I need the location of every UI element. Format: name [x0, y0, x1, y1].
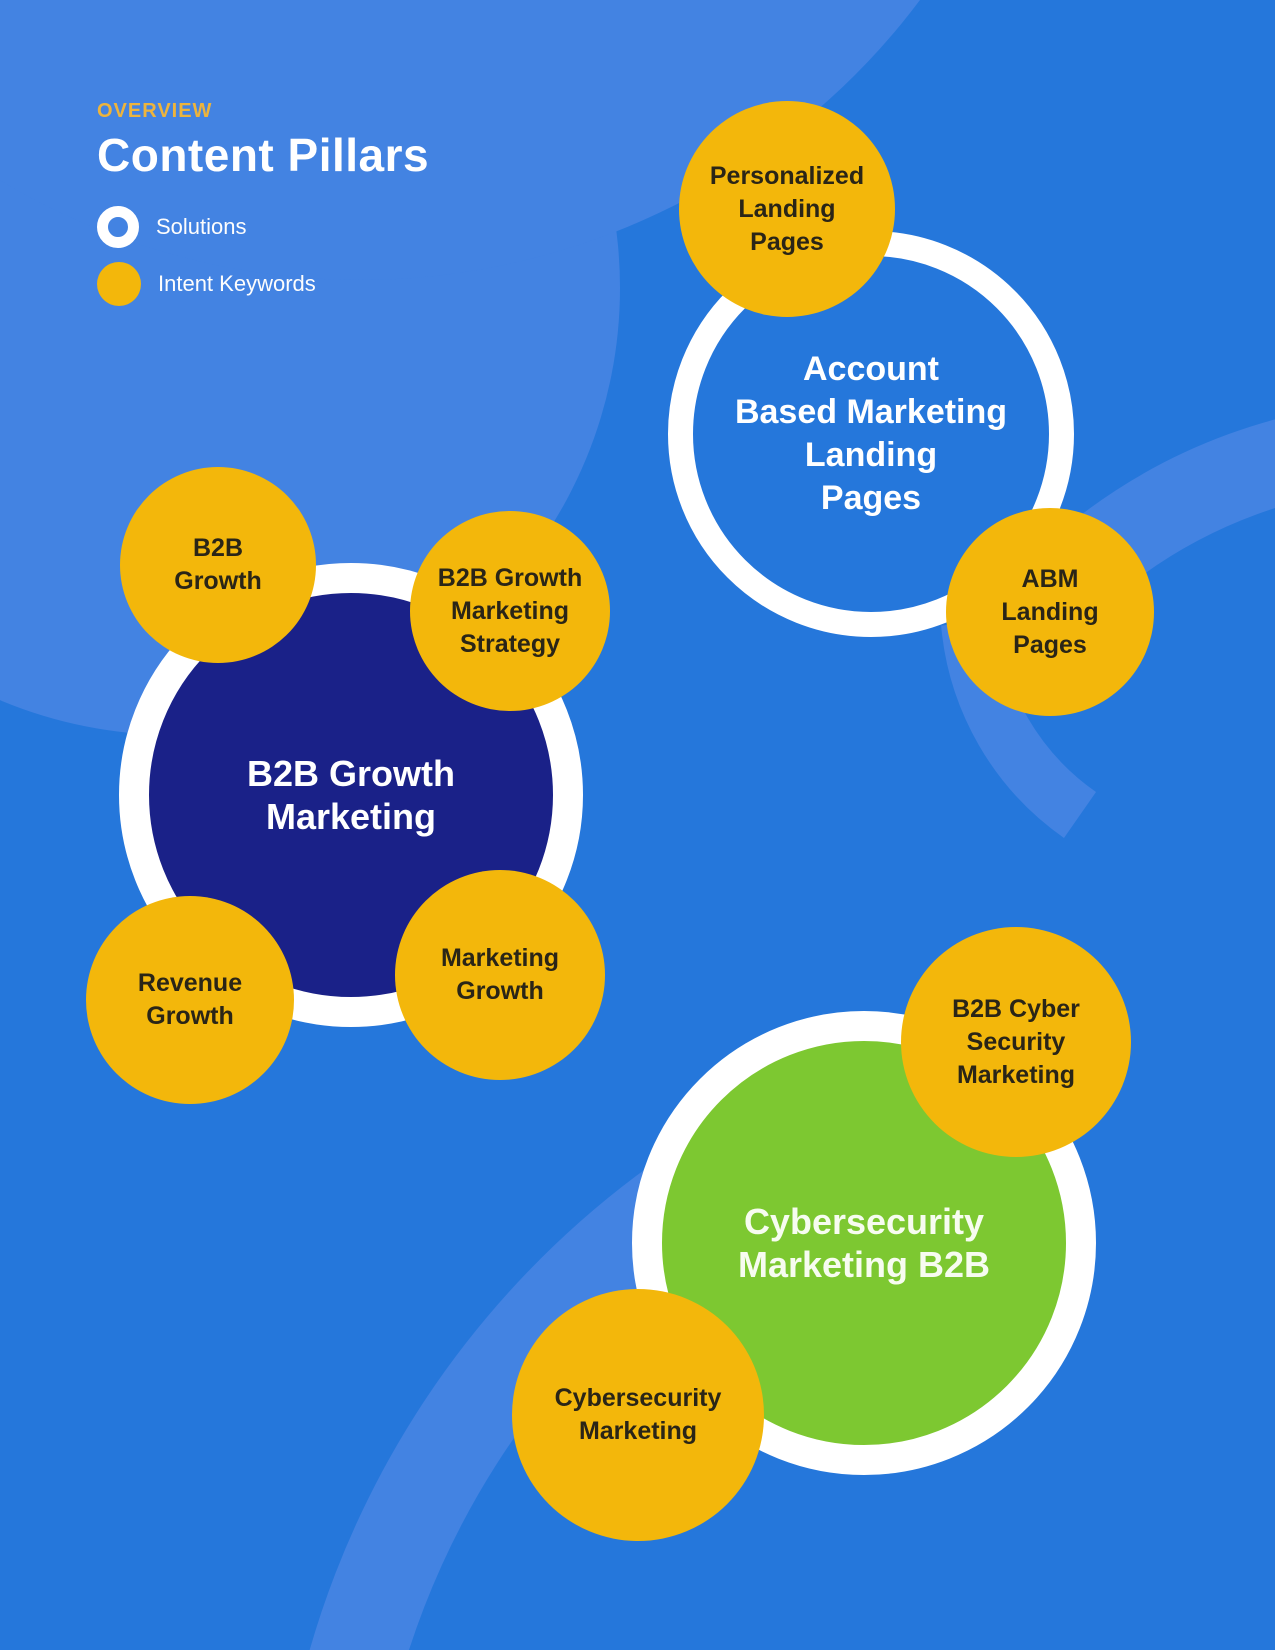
- keyword-b2b-growth: B2B Growth: [120, 467, 316, 663]
- keyword-marketing-growth: Marketing Growth: [395, 870, 605, 1080]
- legend-item-intent-keywords: Intent Keywords: [97, 262, 429, 307]
- keyword-label-line: Strategy: [459, 629, 561, 658]
- pillar-label: Account Based Marketing Landing Pages: [735, 348, 1007, 520]
- keyword-label-line: Pages: [1013, 630, 1087, 659]
- keyword-label: Revenue Growth: [138, 967, 242, 1033]
- keyword-label-line: Security: [966, 1027, 1066, 1056]
- keyword-label-line: Growth: [146, 1002, 234, 1030]
- keyword-label-line: Landing: [738, 194, 836, 223]
- solutions-ring-icon: [97, 206, 139, 249]
- keyword-b2b-cyber-security-marketing: B2B Cyber Security Marketing: [901, 927, 1131, 1157]
- keyword-revenue-growth: Revenue Growth: [86, 896, 294, 1104]
- keyword-label: ABM Landing Pages: [1001, 563, 1098, 662]
- keyword-label: B2B Growth Marketing Strategy: [438, 562, 582, 661]
- keyword-label-line: Landing: [1001, 597, 1099, 626]
- keyword-personalized-landing-pages: Personalized Landing Pages: [679, 101, 895, 317]
- keyword-label-line: Marketing: [440, 944, 560, 972]
- keyword-b2b-growth-marketing-strategy: B2B Growth Marketing Strategy: [410, 511, 610, 711]
- pillar-label-line: Pages: [820, 479, 922, 517]
- header: OVERVIEW Content Pillars Solutions Inten…: [97, 100, 429, 319]
- overline: OVERVIEW: [97, 100, 213, 122]
- keyword-label: Cybersecurity Marketing: [555, 1382, 722, 1448]
- pillar-label-line: Marketing: [265, 796, 437, 837]
- decor-blob-top: [0, 0, 920, 280]
- intent-keywords-dot-icon: [97, 262, 141, 307]
- legend-item-solutions: Solutions: [97, 205, 429, 249]
- page-title: Content Pillars: [97, 129, 430, 181]
- pillar-label: Cybersecurity Marketing B2B: [738, 1200, 990, 1286]
- keyword-label-line: Growth: [174, 567, 262, 595]
- keyword-label: Marketing Growth: [441, 942, 559, 1008]
- pillar-label-line: Marketing B2B: [737, 1244, 991, 1285]
- pillar-label-line: B2B Growth: [246, 753, 455, 794]
- pillar-label: B2B Growth Marketing: [247, 752, 455, 838]
- keyword-abm-landing-pages: ABM Landing Pages: [946, 508, 1154, 716]
- keyword-cybersecurity-marketing: Cybersecurity Marketing: [512, 1289, 764, 1541]
- keyword-label: Personalized Landing Pages: [710, 160, 864, 259]
- keyword-label-line: Personalized: [709, 161, 865, 190]
- keyword-label-line: ABM: [1021, 564, 1079, 593]
- legend: Solutions Intent Keywords: [97, 205, 429, 307]
- keyword-label-line: Growth: [456, 977, 544, 1005]
- pillar-label-line: Landing: [804, 436, 938, 474]
- keyword-label-line: Revenue: [137, 969, 243, 997]
- pillar-label-line: Account: [803, 350, 939, 388]
- keyword-label: B2B Growth: [174, 532, 262, 598]
- keyword-label-line: Marketing: [578, 1417, 698, 1445]
- keyword-label-line: B2B Growth: [437, 563, 583, 592]
- pillar-label-line: Based Marketing: [734, 393, 1008, 431]
- keyword-label: B2B Cyber Security Marketing: [952, 993, 1080, 1092]
- legend-label: Solutions: [156, 214, 247, 240]
- keyword-label-line: Marketing: [956, 1060, 1076, 1089]
- keyword-label-line: Cybersecurity: [554, 1384, 722, 1412]
- keyword-label-line: Marketing: [450, 596, 570, 625]
- keyword-label-line: B2B Cyber: [952, 994, 1080, 1023]
- keyword-label-line: Pages: [750, 227, 824, 256]
- pillar-label-line: Cybersecurity: [743, 1201, 985, 1242]
- keyword-label-line: B2B: [192, 534, 243, 562]
- decor-arc-bottom-left: [309, 1158, 716, 1650]
- legend-label: Intent Keywords: [158, 271, 316, 297]
